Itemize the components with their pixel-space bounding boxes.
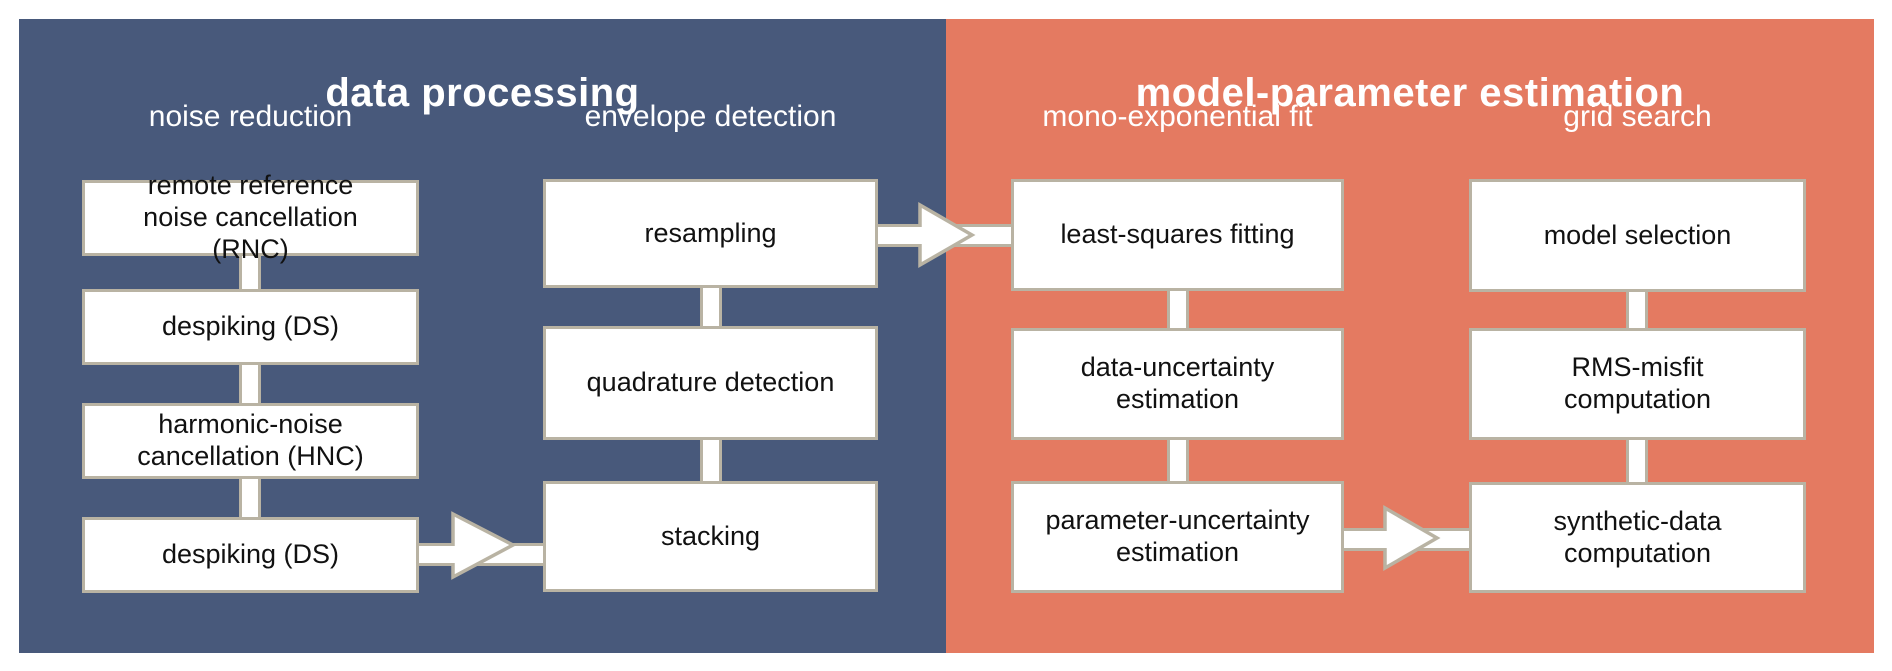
section-title-model-parameter-estimation: model-parameter estimation [1135,71,1685,115]
column-header-envelope-detection: envelope detection [584,100,837,133]
process-box-label: least-squares fitting [1060,219,1295,250]
connector-rms-syntheticdata [1626,436,1648,486]
process-box-label: quadrature detection [586,367,835,398]
process-box-rms-misfit-computation: RMS-misfit computation [1469,328,1806,440]
process-box-label: RMS-misfit computation [1563,352,1712,414]
process-box-despiking-2: despiking (DS) [82,517,419,593]
process-box-label: despiking (DS) [161,311,340,342]
arrow-right-icon [876,201,1013,269]
process-box-label: parameter-uncertainty estimation [1045,505,1310,567]
connector-resampling-quadrature [700,284,722,330]
connector-quadrature-stacking [700,436,722,485]
connector-modelselection-rms [1626,288,1648,332]
process-box-quadrature-detection: quadrature detection [543,326,878,440]
connector-hnc-despiking [239,475,261,521]
process-box-least-squares-fitting: least-squares fitting [1011,179,1344,291]
column-header-mono-exponential-fit: mono-exponential fit [1042,100,1313,133]
arrow-right-icon [1341,504,1471,572]
process-box-synthetic-data-computation: synthetic-data computation [1469,482,1806,593]
process-box-label: data-uncertainty estimation [1080,352,1275,414]
process-box-label: stacking [660,520,761,551]
process-box-rnc: remote reference noise cancellation (RNC… [82,170,419,264]
process-box-model-selection: model selection [1469,179,1806,292]
connector-despiking-hnc [239,361,261,407]
process-box-despiking-1: despiking (DS) [82,289,419,365]
column-header-grid-search: grid search [1563,100,1712,133]
process-box-label: despiking (DS) [161,539,340,570]
arrow-right-icon [415,511,547,580]
connector-rnc-despiking [239,252,261,293]
process-box-label: model selection [1543,219,1732,250]
process-box-label: synthetic-data computation [1553,505,1722,568]
process-box-stacking: stacking [543,481,878,592]
process-box-hnc: harmonic-noise cancellation (HNC) [82,403,419,479]
process-box-resampling: resampling [543,179,878,288]
column-header-noise-reduction: noise reduction [148,100,353,133]
connector-lsq-datauncertainty [1167,287,1189,332]
process-box-parameter-uncertainty-estimation: parameter-uncertainty estimation [1011,481,1344,593]
process-box-label: remote reference noise cancellation (RNC… [143,170,358,264]
process-box-label: harmonic-noise cancellation (HNC) [137,409,364,471]
section-title-data-processing: data processing [325,71,640,115]
connector-datauncertainty-paramuncertainty [1167,436,1189,485]
process-box-label: resampling [644,217,777,248]
process-box-data-uncertainty-estimation: data-uncertainty estimation [1011,328,1344,440]
